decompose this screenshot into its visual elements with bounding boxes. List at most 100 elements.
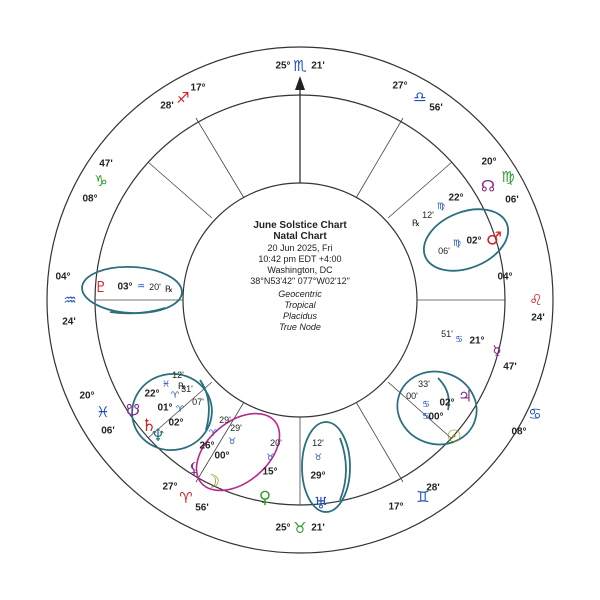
planet-mercury[interactable]: ☿ 21° ♋51' [441,329,501,360]
cusp-line-5 [355,401,404,483]
planet-minutes: 33' [418,379,430,389]
chart-title: June Solstice Chart [253,220,347,231]
chart-mode-tropical: Tropical [284,300,316,310]
chart-mode-node: True Node [279,322,321,332]
cusp-minutes: 08° [82,194,97,205]
planet-lilith[interactable]: ⚸26°♈29' [189,415,232,477]
cusp-minutes: 24' [531,313,545,324]
planet-degree: 21° [469,336,484,347]
cusp-line-8 [387,161,453,219]
house-cusp-12: 28'♐17° [160,83,205,112]
cusp-minutes: 17° [388,502,403,513]
planet-saturn[interactable]: ♄01°♈31' [141,384,193,436]
cusp-line-12 [147,161,213,219]
zodiac-sign-icon: ♎ [413,88,426,106]
house-cusp-4: 04°♌24' [497,272,544,324]
house-cusp-6: 28'♊ 17° [388,483,439,513]
planet-sign-icon: ♉ [314,453,322,463]
cusp-minutes: 21' [311,523,325,534]
cusp-line-6 [387,381,452,439]
zodiac-sign-icon: ♑ [94,172,107,190]
planet-minutes: 12' [422,210,434,220]
planet-degree: 03° [117,282,132,293]
cusp-degree: 20° [79,391,94,402]
retrograde-icon: ℞ [165,284,173,294]
planet-sign-icon: ♈ [171,391,180,401]
cusp-minutes: 21' [311,61,325,72]
cusp-minutes: 08° [511,427,526,438]
cusp-degree: 25° [275,523,290,534]
planet-degree: 00° [428,412,443,423]
zodiac-sign-icon: ♒ [63,291,76,309]
planet-degree: 26° [199,441,214,452]
planet-degree: 02° [439,398,454,409]
mercury-icon: ☿ [492,342,501,360]
cusp-line-9 [355,117,404,199]
planet-minutes: 29' [230,423,242,433]
planet-pluto[interactable]: ♇03°♒20'℞ [94,278,173,296]
house-cusp-2: 27° ♎56' [392,81,442,114]
cusp-degree: 20° [481,157,496,168]
planet-moon[interactable]: ☽00°♉29' [204,423,242,493]
planet-minutes: 20' [149,282,161,292]
zodiac-sign-icon: ♉ [293,519,306,537]
house-lines [95,117,505,505]
cusp-minutes: 56' [195,503,209,514]
cusp-degree: 28' [426,483,440,494]
moon-icon: ☽ [204,472,220,493]
planet-uranus[interactable]: ♅29°♉12' [310,438,328,513]
group-ellipse-moon-lilith [195,412,281,492]
planet-sun[interactable]: ☉00°♋33' [418,379,461,447]
planet-degree: 22° [448,193,463,204]
planet-jupiter[interactable]: ♃02°♋00' [406,387,472,411]
planet-node-north[interactable]: ☊22°♍12'℞ [412,177,495,229]
planet-sign-icon: ♈ [176,405,185,415]
planet-minutes: 51' [441,329,453,339]
zodiac-sign-icon: ♊ [416,488,429,506]
mc-arrow [295,76,305,183]
chart-date: 20 Jun 2025, Fri [267,243,332,253]
planet-degree: 15° [262,467,277,478]
cusp-degree: 04° [55,272,70,283]
group-ellipses [81,208,510,513]
planet-minutes: 06' [438,246,450,256]
house-cusp-1: 25°♏21' [275,57,324,75]
planet-minutes: 20' [270,438,282,448]
zodiac-sign-icon: ♐ [176,89,189,107]
planet-degree: 00° [214,451,229,462]
planet-minutes: 31' [181,384,193,394]
chart-place: Washington, DC [267,265,333,275]
cusp-degree: 27° [392,81,407,92]
group-ellipse-sun-jupiter [396,370,478,446]
planet-sign-icon: ♈ [209,429,218,439]
outer-ring [46,46,554,554]
retrograde-icon: ℞ [412,218,420,228]
planet-venus[interactable]: ♀15°♉20' [259,438,282,508]
zodiac-sign-icon: ♈ [179,489,192,507]
planet-neptune[interactable]: ♆02°♈07' [150,397,204,446]
chiron-icon: ☋ [126,401,140,420]
planet-minutes: 12' [172,370,184,380]
house-cusp-3: 20°♍06' [481,157,518,206]
group-ellipse-mars [422,208,510,272]
cusp-minutes: 56' [429,103,443,114]
planet-sign-icon: ♋ [422,400,430,410]
zodiac-sign-icon: ♏ [293,57,307,75]
planet-sign-icon: ♍ [453,239,461,249]
zodiac-sign-icon: ♌ [529,291,542,309]
zodiac-sign-icon: ♓ [96,403,109,421]
planet-mars[interactable]: ♂02°♍06' [438,229,502,257]
neptune-icon: ♆ [150,426,165,446]
node-north-icon: ☊ [481,177,495,196]
venus-icon: ♀ [259,488,271,508]
planet-chiron[interactable]: ☋22°♓12'℞ [126,370,186,420]
chart-subtitle: Natal Chart [273,231,327,242]
chart-mode-geocentric: Geocentric [278,289,322,299]
house-cusp-5: 47'♋08° [503,362,541,438]
planet-sign-icon: ♓ [162,380,170,390]
cusp-line-11 [195,117,245,199]
zodiac-sign-icon: ♍ [501,168,514,186]
planet-sign-icon: ♋ [455,335,463,345]
saturn-icon: ♄ [141,416,156,436]
